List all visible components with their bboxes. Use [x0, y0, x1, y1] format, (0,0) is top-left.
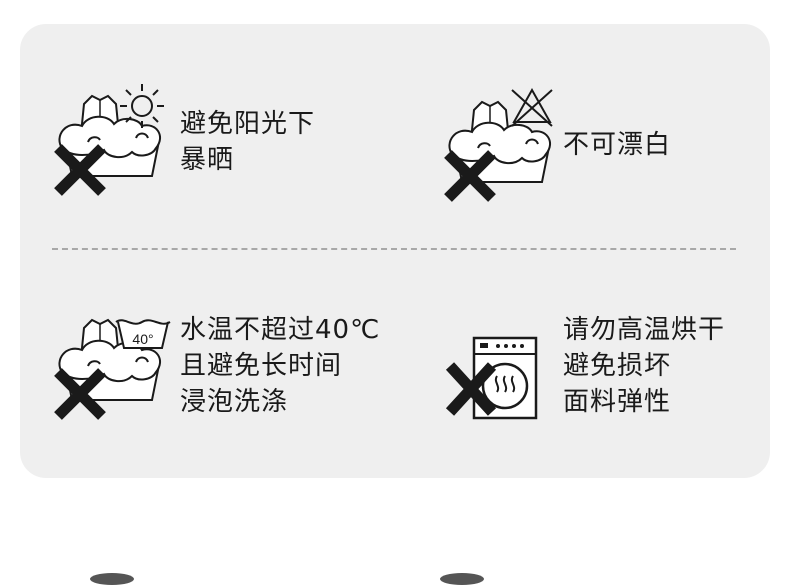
care-instructions-card [20, 24, 770, 478]
care-line: 且避免长时间 [180, 351, 343, 381]
care-line: 面料弹性 [563, 387, 672, 417]
care-line: 水温不超过40℃ [180, 315, 381, 345]
care-line: 请勿高温烘干 [563, 315, 726, 345]
care-text-water-temp: 水温不超过40℃ 且避免长时间 浸泡洗涤 [180, 312, 380, 420]
care-text-no-sun: 避免阳光下 暴晒 [180, 106, 315, 178]
wash-40-degree-icon: 40° [52, 319, 171, 420]
care-line: 避免阳光下 [180, 109, 316, 139]
care-line: 暴晒 [180, 145, 235, 175]
no-tumble-dry-icon [445, 336, 538, 420]
temp-label: 40° [132, 331, 153, 347]
care-line: 避免损坏 [563, 351, 672, 381]
care-line: 不可漂白 [563, 130, 672, 160]
next-section-shape [90, 573, 134, 585]
care-text-no-tumble-dry: 请勿高温烘干 避免损坏 面料弹性 [563, 312, 725, 420]
care-text-no-bleach: 不可漂白 [563, 127, 671, 163]
dashed-divider [52, 248, 736, 250]
care-line: 浸泡洗涤 [180, 387, 289, 417]
no-sun-drying-icon [52, 84, 164, 196]
no-bleach-icon [442, 87, 553, 202]
next-section-shape [440, 573, 484, 585]
